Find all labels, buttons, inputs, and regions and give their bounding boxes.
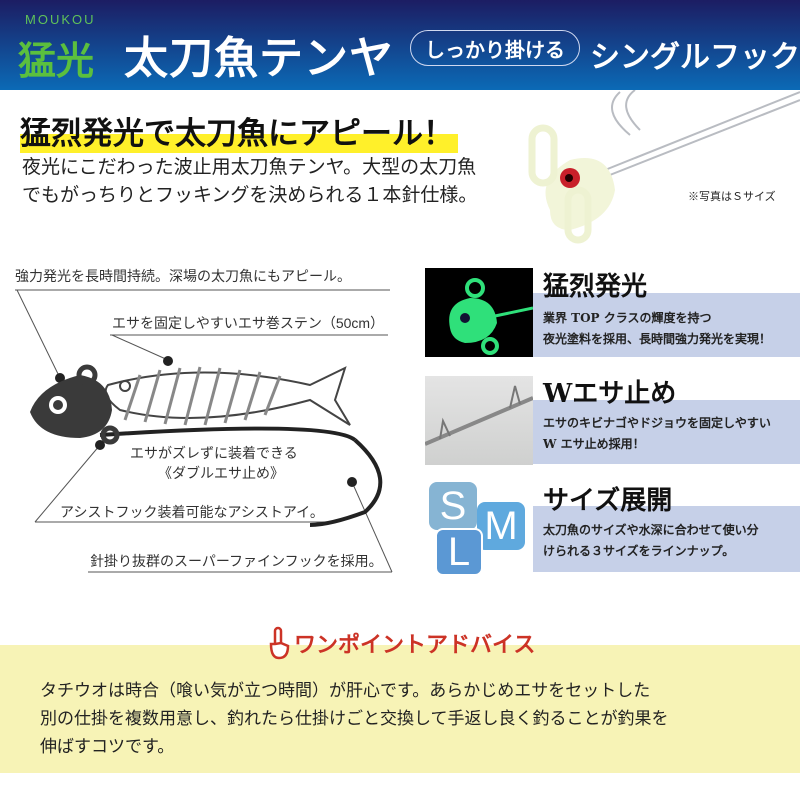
feature-panel-stopper [533, 400, 800, 464]
feature-image-stopper [424, 376, 534, 465]
product-title: 太刀魚テンヤ [124, 33, 394, 84]
advice-line-1: タチウオは時合（喰い気が立つ時間）が肝心です。あらかじめエサをセットした [40, 681, 651, 701]
intro-line-1: 夜光にこだわった波止用太刀魚テンヤ。大型の太刀魚 [22, 156, 477, 178]
size-l-icon: L [435, 528, 483, 576]
annotation-hook: 針掛り抜群のスーパーファインフックを採用。 [90, 553, 383, 569]
feature-title-size: サイズ展開 [543, 486, 673, 516]
feature-pill: しっかり掛ける [410, 30, 580, 66]
size-icons: S M L [425, 482, 533, 580]
product-subtitle: シングルフック [590, 40, 800, 75]
annotation-assist-eye: アシストフック装着可能なアシストアイ。 [60, 504, 324, 520]
annotation-double-stopper-2: 《ダブルエサ止め》 [158, 465, 284, 481]
feature-panel-glow [533, 293, 800, 357]
intro-line-2: でもがっちりとフッキングを決められる１本針仕様。 [22, 184, 478, 206]
brand-romaji: MOUKOU [25, 12, 96, 27]
size-m-icon: M [477, 502, 525, 550]
feature-desc-glow-1: 業界 TOP クラスの輝度を持つ [543, 311, 712, 325]
annotation-double-stopper-1: エサがズレずに装着できる [130, 445, 298, 461]
pointing-hand-icon [269, 626, 290, 660]
feature-panel-size [533, 506, 800, 572]
annotation-bait-wire: エサを固定しやすいエサ巻ステン（50cm） [112, 315, 385, 331]
feature-desc-size-1: 太刀魚のサイズや水深に合わせて使い分 [543, 523, 759, 537]
advice-line-3: 伸ばすコツです。 [40, 737, 175, 757]
header-banner: MOUKOU 猛光 太刀魚テンヤ しっかり掛ける シングルフック [0, 0, 800, 90]
advice-section [0, 645, 800, 773]
headline: 猛烈発光で太刀魚にアピール！ [20, 108, 458, 153]
photo-note: ※写真はＳサイズ [688, 191, 776, 203]
feature-desc-stopper-2: W エサ止め採用！ [543, 437, 645, 451]
product-photo [528, 90, 800, 244]
feature-image-glow [425, 268, 534, 357]
advice-heading: ワンポイントアドバイス [268, 626, 535, 660]
brand-logo: 猛光 [18, 38, 95, 83]
feature-title-glow: 猛烈発光 [543, 272, 648, 302]
annotation-glow: 強力発光を長時間持続。深場の太刀魚にもアピール。 [15, 268, 351, 284]
feature-desc-size-2: けられる３サイズをラインナップ。 [543, 544, 735, 558]
feature-title-stopper: Wエサ止め [543, 379, 677, 409]
size-s-icon: S [429, 482, 477, 530]
feature-desc-stopper-1: エサのキビナゴやドジョウを固定しやすい [543, 416, 771, 430]
feature-desc-glow-2: 夜光塗料を採用、長時間強力発光を実現！ [543, 332, 772, 346]
advice-line-2: 別の仕掛を複数用意し、釣れたら仕掛けごと交換して手返し良く釣ることが釣果を [40, 709, 669, 729]
advice-title: ワンポイントアドバイス [294, 632, 536, 657]
lure-diagram [15, 289, 393, 573]
